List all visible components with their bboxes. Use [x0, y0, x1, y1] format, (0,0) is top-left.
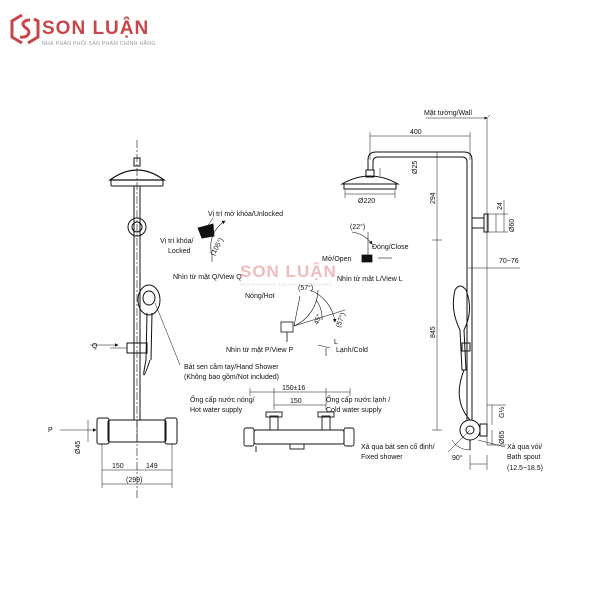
locked-label: Vị trí khóa/ — [160, 238, 194, 245]
bottom-view — [243, 388, 355, 452]
hot-supply-label: Ống cấp nước nóng/ — [190, 394, 255, 404]
hot-supply-label-en: Hot water supply — [190, 407, 243, 414]
cold-label: Lạnh/Cold — [336, 347, 368, 354]
angle-57a: (57°) — [298, 284, 313, 292]
brand-header: SON LUẬN NHÀ PHÂN PHỐI SẢN PHẨM CHÍNH HÃ… — [42, 18, 156, 47]
label-q: Q — [92, 343, 98, 350]
view-l-label: Nhìn từ mặt L/View L — [337, 276, 403, 283]
lock-view — [197, 217, 226, 262]
dim-25: Ø25 — [412, 161, 419, 174]
dim-24: 24 — [497, 202, 504, 210]
hot-label: Nóng/Hot — [245, 293, 275, 300]
watermark: SON LUẬN NHÀ PHÂN PHỐI SẢN PHẨM CHÍNH HÃ… — [240, 262, 337, 287]
angle-22: (22°) — [350, 223, 365, 231]
dim-150-16: 150±16 — [282, 385, 305, 392]
unlocked-label: Vị trí mở khóa/Unlocked — [208, 210, 283, 218]
front-view — [60, 140, 181, 500]
dim-g12: G½ — [498, 407, 506, 418]
watermark-name: SON LUẬN — [240, 262, 337, 281]
dim-400: 400 — [410, 129, 422, 136]
fixed-shower-label: Xả qua bát sen cố định/ — [361, 442, 435, 451]
dim-range: (12.5~18.5) — [507, 465, 543, 472]
hand-shower-label: Bát sen cầm tay/Hand Shower — [184, 362, 279, 371]
dim-150: 150 — [112, 463, 124, 470]
angle-90: 90° — [452, 454, 463, 462]
hand-shower-note: (Không bao gồm/Not included) — [184, 372, 279, 381]
dim-65: Ø65 — [499, 431, 506, 444]
locked-label-en: Locked — [168, 248, 191, 255]
open-label: Mở/Open — [322, 255, 352, 263]
flow-view — [351, 231, 392, 263]
dim-299: (299) — [126, 477, 142, 484]
bath-spout-label: Xả qua vòi/ — [507, 444, 542, 451]
dim-220: Ø220 — [358, 198, 375, 205]
angle-45: 45° — [312, 313, 323, 326]
temperature-view — [280, 289, 346, 356]
label-l: L — [334, 339, 338, 346]
bath-spout-label-en: Bath spout — [507, 454, 541, 461]
brand-name: SON LUẬN — [42, 18, 150, 39]
cold-supply-label-en: Cold water supply — [326, 407, 382, 414]
view-p-label: Nhìn từ mặt P/View P — [226, 347, 294, 354]
brand-tagline: NHÀ PHÂN PHỐI SẢN PHẨM CHÍNH HÃNG — [42, 41, 156, 47]
dim-149: 149 — [146, 463, 158, 470]
angle-57b: (57°) — [334, 312, 347, 329]
cold-supply-label: Ống cấp nước lạnh / — [326, 394, 390, 404]
dim-45: Ø45 — [75, 441, 82, 454]
view-q-label: Nhìn từ mặt Q/View Q — [173, 274, 242, 281]
dim-150-bottom: 150 — [290, 398, 302, 405]
watermark-tagline: NHÀ PHÂN PHỐI SẢN PHẨM CHÍNH HÃNG — [240, 282, 332, 287]
dim-60: Ø60 — [509, 219, 516, 232]
close-label: Đóng/Close — [372, 244, 409, 251]
wall-label: Mặt tường/Wall — [424, 110, 472, 117]
side-view — [340, 114, 520, 470]
dim-845: 845 — [430, 326, 437, 338]
brand-logo-icon — [8, 12, 42, 46]
dim-70-76: 70~76 — [499, 258, 519, 265]
dim-294: 294 — [430, 192, 437, 204]
label-p: P — [48, 427, 53, 434]
fixed-shower-label-en: Fixed shower — [361, 454, 403, 461]
